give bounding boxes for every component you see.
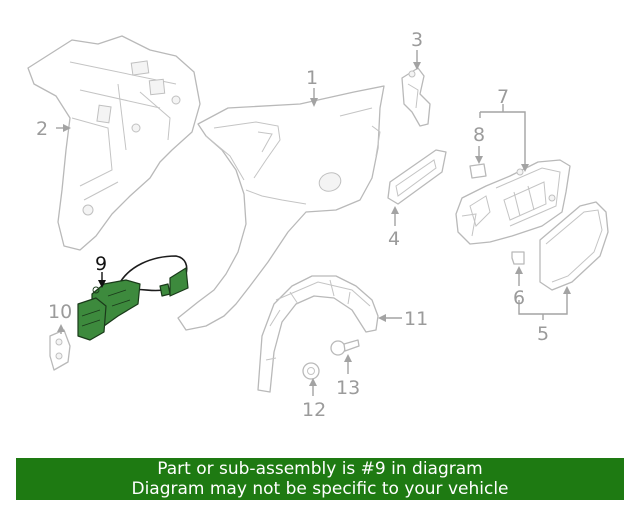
- part-6-clip: [511, 251, 525, 265]
- part-4-seal: [387, 149, 447, 205]
- banner-line-disclaimer: Diagram may not be specific to your vehi…: [131, 479, 509, 499]
- leader-lines: [56, 50, 571, 396]
- callout-9: 9: [95, 253, 107, 275]
- part-3-bracket: [401, 67, 431, 127]
- callout-3: 3: [411, 29, 423, 51]
- callout-11: 11: [404, 308, 428, 330]
- callout-13: 13: [336, 377, 360, 399]
- part-10-bracket-plate: [49, 329, 71, 371]
- part-13-screw: [330, 339, 360, 356]
- part-9-fuel-door-actuator: [77, 255, 189, 341]
- part-7-fuel-filler-housing: [455, 159, 571, 245]
- part-5-fuel-door: [539, 201, 609, 291]
- callout-1: 1: [306, 67, 318, 89]
- info-banner: Part or sub-assembly is #9 in diagram Di…: [16, 458, 624, 500]
- callout-8: 8: [473, 124, 485, 146]
- callout-12: 12: [302, 399, 326, 421]
- part-11-wheel-liner: [257, 275, 379, 393]
- part-8-clip: [469, 163, 487, 179]
- banner-line-part-number: Part or sub-assembly is #9 in diagram: [157, 459, 483, 479]
- callout-6: 6: [513, 287, 525, 309]
- part-2-inner-quarter-structure: [27, 35, 201, 251]
- callout-2: 2: [36, 118, 48, 140]
- callout-7: 7: [497, 86, 509, 108]
- part-12-grommet: [302, 362, 320, 380]
- callout-5: 5: [537, 323, 549, 345]
- part-1-quarter-panel: [177, 85, 385, 331]
- callout-10: 10: [48, 301, 72, 323]
- callout-4: 4: [388, 228, 400, 250]
- callout-numbers: 1 2 3 4 5 6 7 8 9 10 11 12 13: [36, 29, 549, 421]
